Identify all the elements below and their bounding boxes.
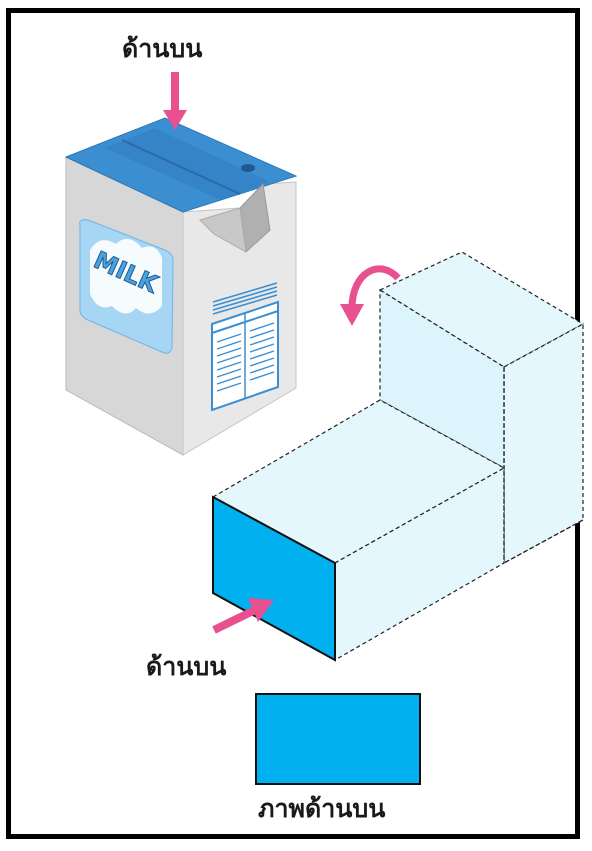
nutrition-panel	[211, 282, 279, 412]
lower-block-right-face	[334, 466, 505, 662]
carton-top-arrow-icon	[163, 72, 187, 130]
rotate-arrow-icon	[340, 265, 401, 326]
top-view-rectangle	[255, 693, 421, 785]
block-top-arrow-icon	[212, 598, 274, 634]
block-top-label: ด้านบน	[146, 652, 227, 681]
top-view-label: ภาพด้านบน	[258, 794, 386, 823]
milk-carton: MILK	[64, 117, 298, 456]
milk-label: MILK	[79, 219, 174, 354]
highlighted-face	[212, 495, 336, 662]
carton-top-label: ด้านบน	[122, 34, 203, 63]
carton-top-seam	[105, 128, 270, 200]
straw-hole-icon	[241, 164, 255, 172]
l-shaped-block	[211, 251, 585, 662]
